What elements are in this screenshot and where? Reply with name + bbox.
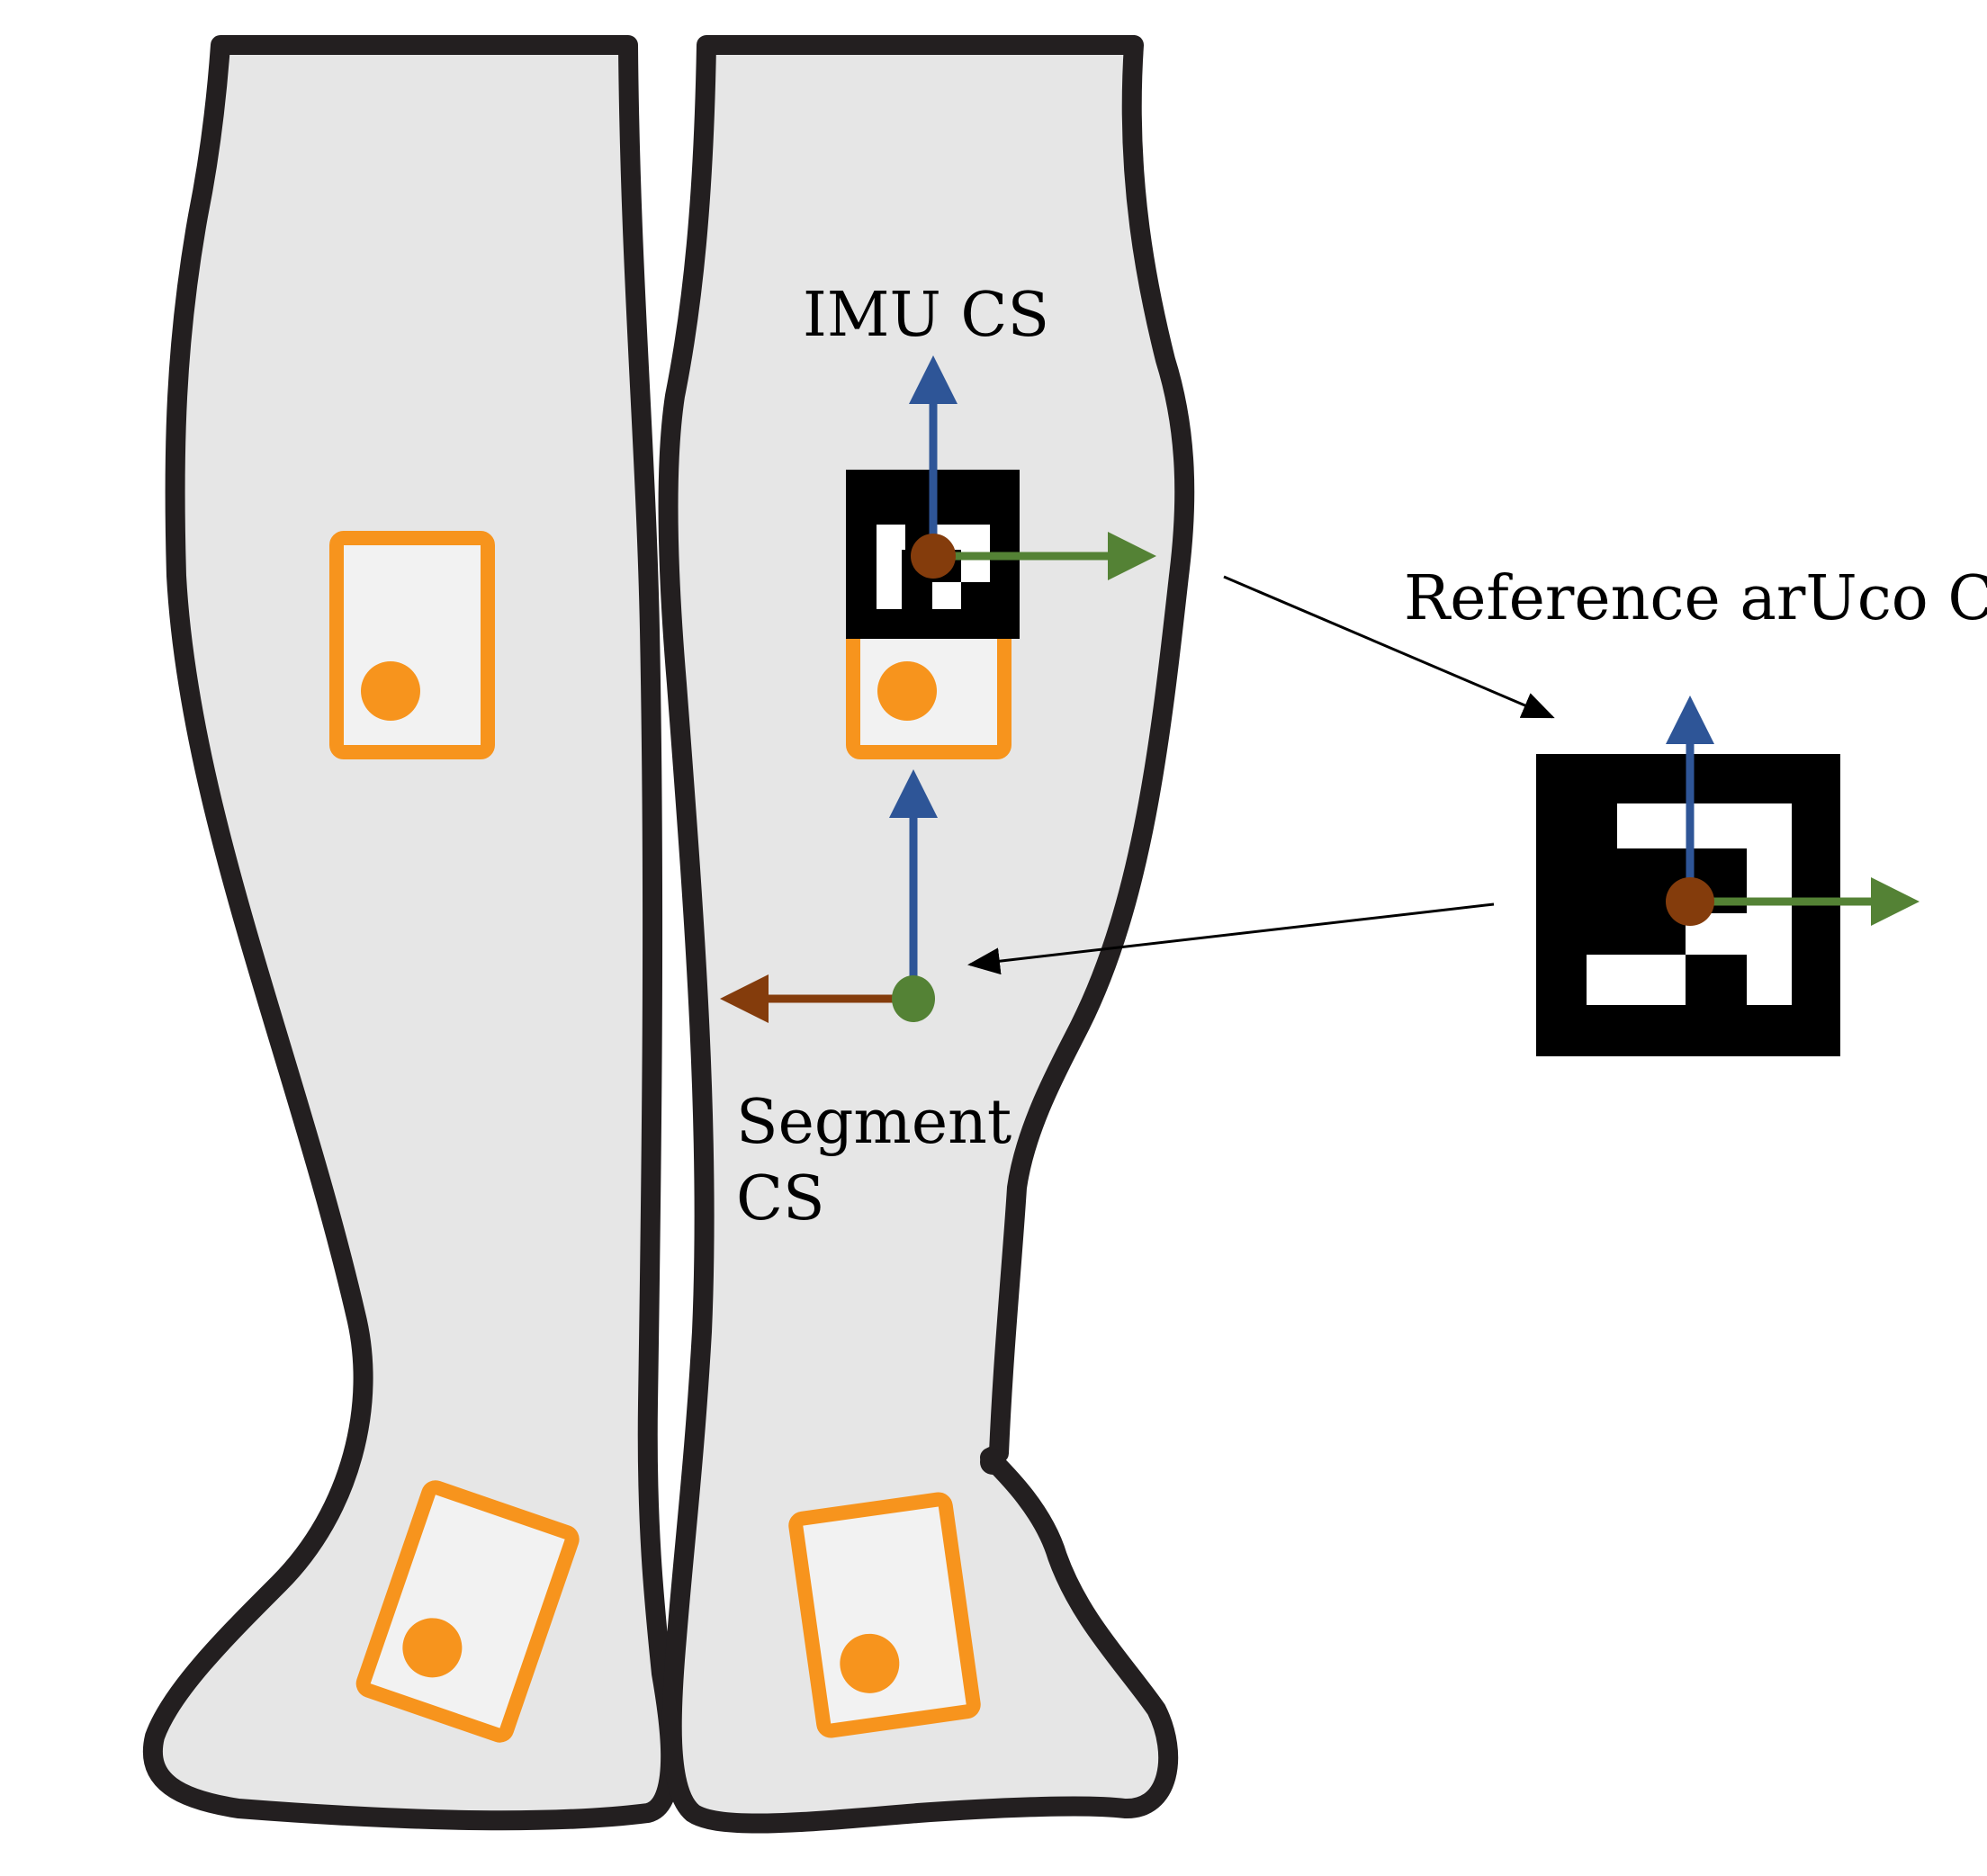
segment-cs-label-line2: CS [736, 1163, 825, 1234]
reference-origin [1666, 877, 1714, 926]
imu-cs-label: IMU CS [803, 280, 1049, 351]
segment-origin [892, 975, 935, 1022]
segment-coordinate-system [720, 769, 938, 1023]
reference-coordinate-system [1666, 696, 1920, 926]
imu-sensor-icon [329, 531, 495, 759]
imu-origin [911, 534, 956, 579]
segment-cs-label-line1: Segment [736, 1087, 1011, 1158]
reference-to-segment-arrow [967, 902, 1495, 975]
reference-aruco-cs-label: Reference arUco CS [1404, 563, 1987, 634]
left-leg [143, 35, 681, 1831]
right-leg [658, 35, 1195, 1834]
imu-sensor-icon [355, 1480, 580, 1743]
imu-coordinate-system [909, 355, 1156, 580]
imu-to-reference-arrow [1223, 575, 1555, 719]
imu-sensor-icon [788, 1492, 981, 1738]
ankle-mark [980, 1450, 1005, 1475]
